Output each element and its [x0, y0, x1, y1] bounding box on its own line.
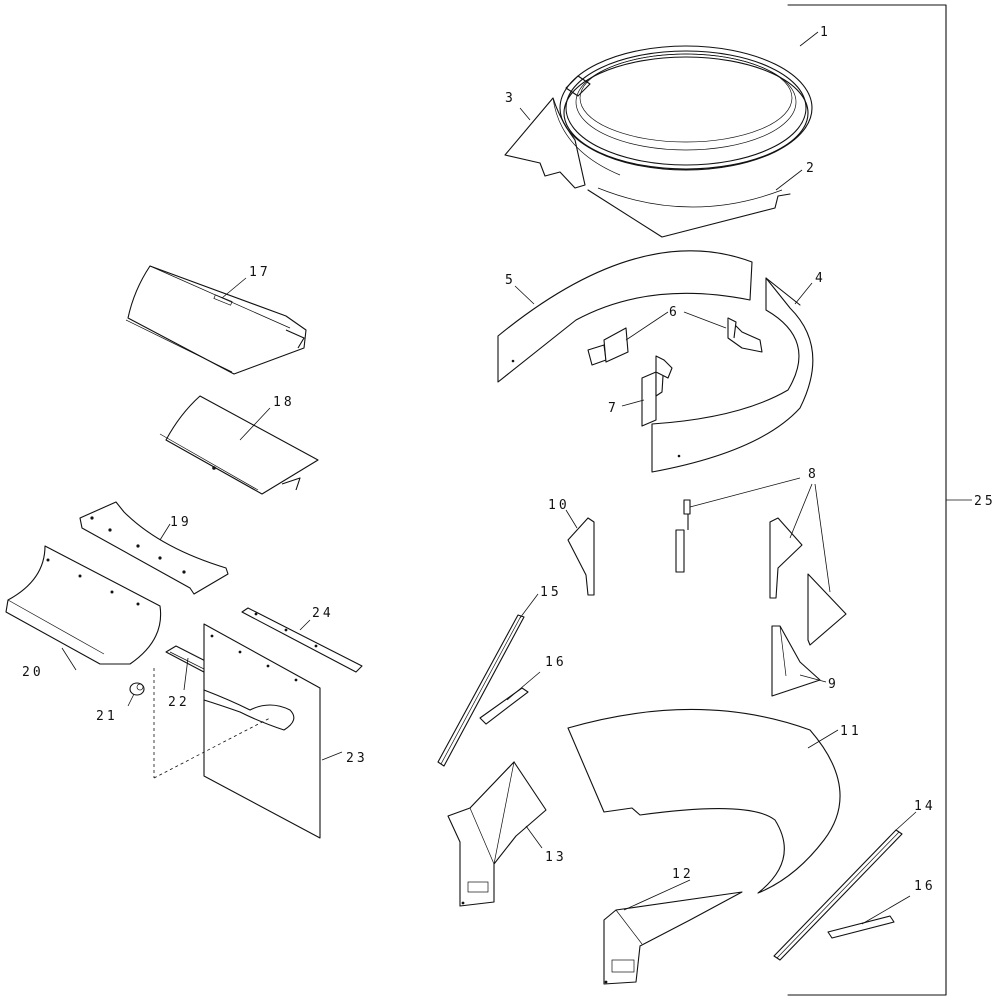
- part-8-strip: [675, 499, 691, 573]
- part-11-panel: [567, 708, 841, 894]
- callout-labels: 1 2 3 4 5 6 7 8 9 10 11 12 13 14 15 16 1…: [22, 25, 996, 894]
- alignment-lines: [153, 668, 271, 779]
- part-6-clips: [587, 317, 763, 366]
- callout-5: 5: [505, 273, 516, 288]
- callout-23: 23: [346, 751, 368, 766]
- part-14-angle: [773, 829, 903, 961]
- callout-20: 20: [22, 665, 44, 680]
- callout-4: 4: [815, 271, 826, 286]
- callout-19: 19: [170, 515, 192, 530]
- part-4-shield: [651, 277, 814, 473]
- part-12-bracket: [603, 891, 743, 985]
- part-10-gusset: [567, 517, 595, 596]
- callout-25: 25: [974, 494, 996, 509]
- callout-2: 2: [806, 161, 817, 176]
- part-9-gusset: [771, 625, 821, 697]
- callout-16a: 16: [545, 655, 567, 670]
- callout-8: 8: [808, 467, 819, 482]
- part-16-plate-b: [827, 915, 895, 939]
- part-18-hood: [159, 395, 319, 495]
- part-13-bracket: [447, 760, 547, 907]
- leader-lines: [61, 31, 917, 925]
- part-23-sheet: [203, 623, 321, 839]
- callout-7: 7: [608, 401, 619, 416]
- part-15-angle: [437, 614, 525, 767]
- callout-17: 17: [249, 265, 271, 280]
- callout-11: 11: [840, 724, 862, 739]
- callout-6: 6: [669, 305, 680, 320]
- assembly-bracket: [787, 4, 972, 996]
- callout-9: 9: [828, 677, 839, 692]
- part-2-skirt: [587, 187, 791, 238]
- callout-13: 13: [545, 850, 567, 865]
- part-5-shield: [497, 250, 753, 383]
- callout-22: 22: [168, 695, 190, 710]
- callout-12: 12: [672, 867, 694, 882]
- part-21-bushing: [129, 682, 145, 696]
- part-24-angle: [241, 607, 363, 673]
- part-20-trough: [5, 545, 162, 665]
- callout-18: 18: [273, 395, 295, 410]
- part-7-bracket: [641, 355, 673, 427]
- part-8-gussets: [769, 517, 847, 646]
- callout-16b: 16: [914, 879, 936, 894]
- callout-1: 1: [820, 25, 831, 40]
- callout-10: 10: [548, 498, 570, 513]
- part-17-hood: [125, 265, 307, 375]
- callout-3: 3: [505, 91, 516, 106]
- part-3-skirt: [504, 97, 621, 189]
- callout-21: 21: [96, 709, 118, 724]
- part-16-plate-a: [479, 687, 529, 725]
- callout-24: 24: [312, 606, 334, 621]
- part-19-plate: [79, 501, 229, 595]
- callout-15: 15: [540, 585, 562, 600]
- callout-14: 14: [914, 799, 936, 814]
- part-1-ring: [559, 45, 813, 171]
